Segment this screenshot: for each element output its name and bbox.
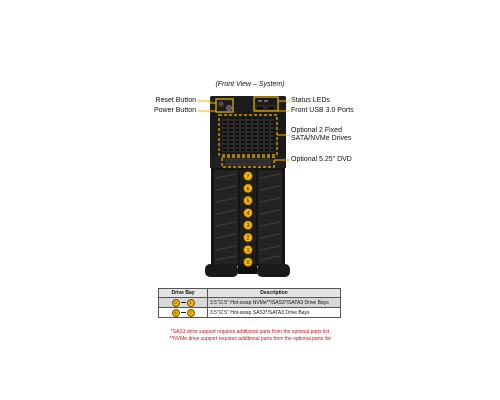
bay-badge-number: 3 [246, 223, 249, 229]
bay-badge-number: 1 [246, 248, 249, 254]
footnote-nvme: **NVMe drive support requires additional… [169, 336, 331, 342]
bay-badge-5: 5 [243, 195, 253, 206]
bay-badge-2: 2 [243, 232, 253, 243]
header-description: Description [207, 288, 341, 298]
table-header-row: Drive Bay Description [158, 288, 341, 298]
status-led [258, 100, 262, 102]
usb-port[interactable] [255, 105, 265, 111]
fixed-drive-bays [222, 118, 274, 152]
bay-badge-number: 6 [246, 186, 249, 192]
bay-badge-number: 4 [246, 211, 249, 217]
bay-badge-0: 0 [243, 257, 253, 267]
bay-badge-4: 4 [243, 208, 253, 218]
bay-to-badge: 7 [186, 308, 195, 317]
chassis-foot-left [205, 264, 238, 277]
dvd-outline [221, 156, 275, 168]
dvd-drive[interactable] [225, 158, 271, 166]
power-button[interactable] [226, 105, 232, 111]
bay-number-badges: 7 6 5 4 3 2 1 0 [243, 171, 253, 267]
footnote-sas3: *SAS3 drive support requires additional … [170, 329, 330, 335]
usb-port[interactable] [266, 105, 276, 111]
bay-from-badge: 0 [171, 298, 180, 307]
dvd-label: Optional 5.25" DVD [291, 156, 352, 163]
bay-description: 3.5"/2.5" Hot-swap SAS3*/SATA3 Drive Bay… [207, 307, 341, 318]
bay-badge-number: 5 [246, 199, 249, 205]
drive-bays [214, 170, 282, 264]
bay-badge-1: 1 [243, 245, 253, 255]
bay-description: 3.5"/2.5" Hot-swap NVMe**/SAS3*/SATA3 Dr… [207, 297, 341, 308]
bay-to-badge: 1 [186, 298, 195, 307]
bay-from-badge: 6 [171, 308, 180, 317]
front-usb-label: Front USB 3.0 Ports [291, 107, 354, 114]
fixed-drives-label-line2: SATA/NVMe Drives [291, 135, 352, 142]
bay-badge-number: 0 [246, 260, 249, 266]
bay-badge-7: 7 [243, 171, 253, 181]
callout-leaders [198, 100, 290, 161]
status-leds-label: Status LEDs [291, 97, 330, 104]
bay-badge-number: 7 [246, 174, 249, 180]
diagram-caption: (Front View – System) [215, 81, 285, 88]
reset-button[interactable] [218, 101, 224, 107]
power-button-label: Power Button [153, 107, 196, 114]
leds-usb-outline [253, 96, 279, 112]
reset-button-label: Reset Button [155, 97, 196, 104]
bay-badge-3: 3 [243, 220, 253, 230]
bay-badge-number: 2 [246, 236, 249, 242]
fixed-drives-label-line1: Optional 2 Fixed [291, 127, 342, 134]
chassis-base [238, 266, 257, 274]
chassis-foot-right [257, 264, 290, 277]
buttons-outline [215, 98, 234, 113]
status-led [264, 100, 268, 102]
bay-badge-6: 6 [243, 183, 253, 194]
header-drive-bay: Drive Bay [158, 288, 208, 298]
